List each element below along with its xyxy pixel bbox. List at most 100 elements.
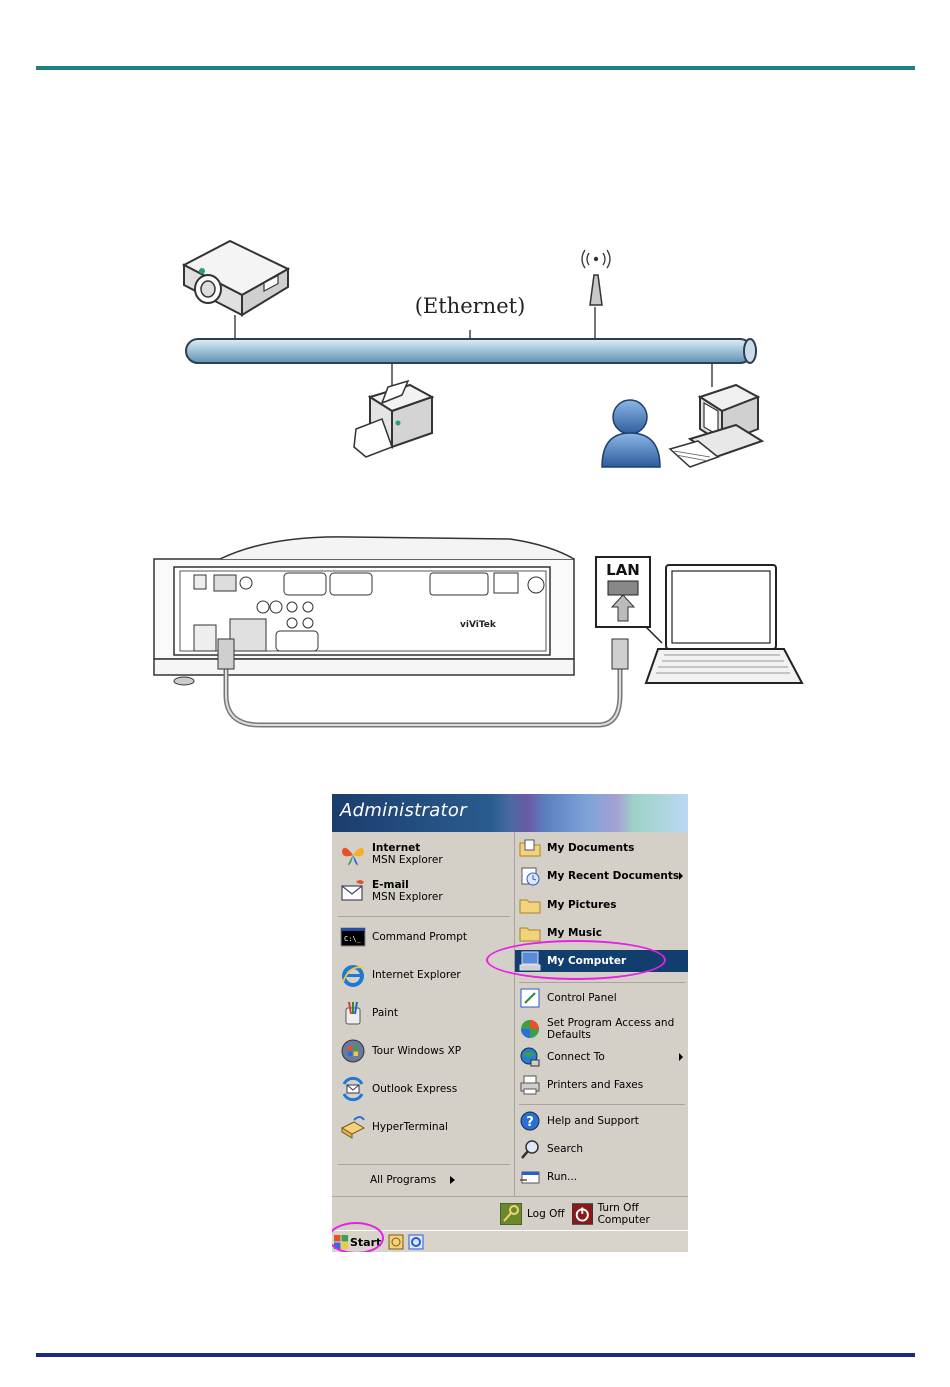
printer-icon xyxy=(520,1075,540,1095)
hyperterminal-icon xyxy=(340,1116,366,1139)
all-programs-arrow-icon xyxy=(450,1176,456,1184)
folder-documents-icon xyxy=(519,839,541,857)
menu-item-hyperterminal[interactable]: HyperTerminal xyxy=(332,1110,512,1144)
rj45-plug-left-icon xyxy=(217,638,235,670)
menu-item-help-and-support[interactable]: ? Help and Support xyxy=(519,1108,687,1134)
start-menu-header: Administrator xyxy=(332,794,688,832)
run-icon xyxy=(520,1171,540,1184)
tour-windows-label: Tour Windows XP xyxy=(372,1045,462,1057)
internet-subtitle: MSN Explorer xyxy=(372,854,443,866)
svg-text:C:\_: C:\_ xyxy=(344,935,362,943)
tour-windows-icon xyxy=(341,1039,365,1063)
internet-title: Internet xyxy=(372,842,421,854)
start-menu-footer: Log Off Turn Off Computer xyxy=(332,1196,688,1231)
menu-item-tour-windows[interactable]: Tour Windows XP xyxy=(332,1034,512,1068)
quick-launch-desktop-icon[interactable] xyxy=(388,1234,404,1250)
desktop-computer-icon xyxy=(668,383,765,468)
taskbar: Start xyxy=(332,1230,688,1252)
help-icon: ? xyxy=(520,1111,540,1131)
all-programs-label: All Programs xyxy=(370,1174,437,1186)
folder-pictures-icon xyxy=(519,899,541,914)
power-icon xyxy=(572,1203,593,1225)
antenna-icon xyxy=(581,249,611,306)
printers-and-faxes-label: Printers and Faxes xyxy=(547,1079,644,1091)
connect-to-submenu-arrow-icon xyxy=(679,1053,683,1061)
recent-documents-icon xyxy=(521,867,540,886)
ethernet-pipe xyxy=(185,338,757,364)
menu-item-my-documents[interactable]: My Documents xyxy=(519,835,687,861)
control-panel-icon xyxy=(520,988,540,1008)
menu-item-connect-to[interactable]: Connect To xyxy=(519,1044,687,1070)
log-off-key-icon xyxy=(500,1203,522,1225)
run-label: Run... xyxy=(547,1171,578,1183)
connect-to-label: Connect To xyxy=(547,1051,605,1063)
right-separator-1 xyxy=(519,982,685,983)
svg-text:?: ? xyxy=(526,1115,534,1130)
my-recent-documents-label: My Recent Documents xyxy=(547,870,680,882)
projector-rear-icon: viViTek xyxy=(153,536,575,686)
log-off-label: Log Off xyxy=(527,1208,565,1220)
search-label: Search xyxy=(547,1143,584,1155)
printer-icon xyxy=(353,379,435,458)
paint-label: Paint xyxy=(372,1007,398,1019)
set-program-access-label: Set Program Access and Defaults xyxy=(547,1017,675,1041)
menu-item-command-prompt[interactable]: C:\_ Command Prompt xyxy=(332,920,512,954)
my-pictures-label: My Pictures xyxy=(547,899,617,911)
start-menu-right-pane: My Documents My Recent Documents My Pict… xyxy=(514,832,688,1196)
command-prompt-label: Command Prompt xyxy=(372,931,467,943)
my-music-label: My Music xyxy=(547,927,602,939)
command-prompt-icon: C:\_ xyxy=(340,927,366,947)
connect-to-icon xyxy=(520,1047,540,1067)
lan-port-callout: LAN xyxy=(595,556,663,644)
my-documents-label: My Documents xyxy=(547,842,635,854)
control-panel-label: Control Panel xyxy=(547,992,617,1004)
internet-explorer-label: Internet Explorer xyxy=(372,969,461,981)
menu-item-internet-explorer[interactable]: Internet Explorer xyxy=(332,958,512,992)
menu-item-paint[interactable]: Paint xyxy=(332,996,512,1030)
rj45-plug-right-icon xyxy=(611,638,629,670)
menu-item-my-recent-documents[interactable]: My Recent Documents xyxy=(519,863,687,889)
log-off-button[interactable]: Log Off xyxy=(500,1202,565,1226)
help-and-support-label: Help and Support xyxy=(547,1115,639,1127)
menu-item-control-panel[interactable]: Control Panel xyxy=(519,985,687,1011)
internet-explorer-icon xyxy=(342,965,365,987)
menu-item-my-pictures[interactable]: My Pictures xyxy=(519,892,687,918)
hyperterminal-label: HyperTerminal xyxy=(372,1121,448,1133)
left-separator xyxy=(338,916,510,917)
laptop-icon xyxy=(644,564,804,684)
user-name: Administrator xyxy=(340,800,467,821)
projector-icon xyxy=(181,239,291,317)
menu-item-run[interactable]: Run... xyxy=(519,1164,687,1190)
user-icon xyxy=(601,399,661,468)
menu-item-printers-and-faxes[interactable]: Printers and Faxes xyxy=(519,1072,687,1098)
top-rule xyxy=(36,66,915,70)
network-diagram: (Ethernet) xyxy=(181,239,765,468)
turn-off-computer-label: Turn Off Computer xyxy=(597,1202,650,1226)
paint-icon xyxy=(345,1001,361,1025)
menu-item-outlook-express[interactable]: Outlook Express xyxy=(332,1072,512,1106)
bottom-rule xyxy=(36,1353,915,1357)
menu-item-set-program-access[interactable]: Set Program Access and Defaults xyxy=(519,1014,687,1044)
msn-mail-icon xyxy=(341,880,364,901)
start-highlight-ring xyxy=(332,1222,384,1252)
outlook-express-icon xyxy=(342,1076,364,1102)
email-title: E-mail xyxy=(372,879,409,891)
my-computer-highlight-ring xyxy=(486,940,666,980)
all-programs-separator xyxy=(338,1164,510,1165)
email-subtitle: MSN Explorer xyxy=(372,891,443,903)
turn-off-computer-button[interactable]: Turn Off Computer xyxy=(572,1202,688,1226)
lan-label: LAN xyxy=(606,561,640,579)
folder-music-icon xyxy=(519,927,541,942)
outlook-express-label: Outlook Express xyxy=(372,1083,458,1095)
msn-butterfly-icon xyxy=(342,847,364,866)
quick-launch-browser-icon[interactable] xyxy=(408,1234,424,1250)
all-programs-button[interactable]: All Programs xyxy=(370,1170,510,1190)
menu-item-search[interactable]: Search xyxy=(519,1136,687,1162)
right-separator-2 xyxy=(519,1104,685,1105)
brand-label: viViTek xyxy=(460,620,497,630)
menu-item-my-music[interactable]: My Music xyxy=(519,920,687,946)
